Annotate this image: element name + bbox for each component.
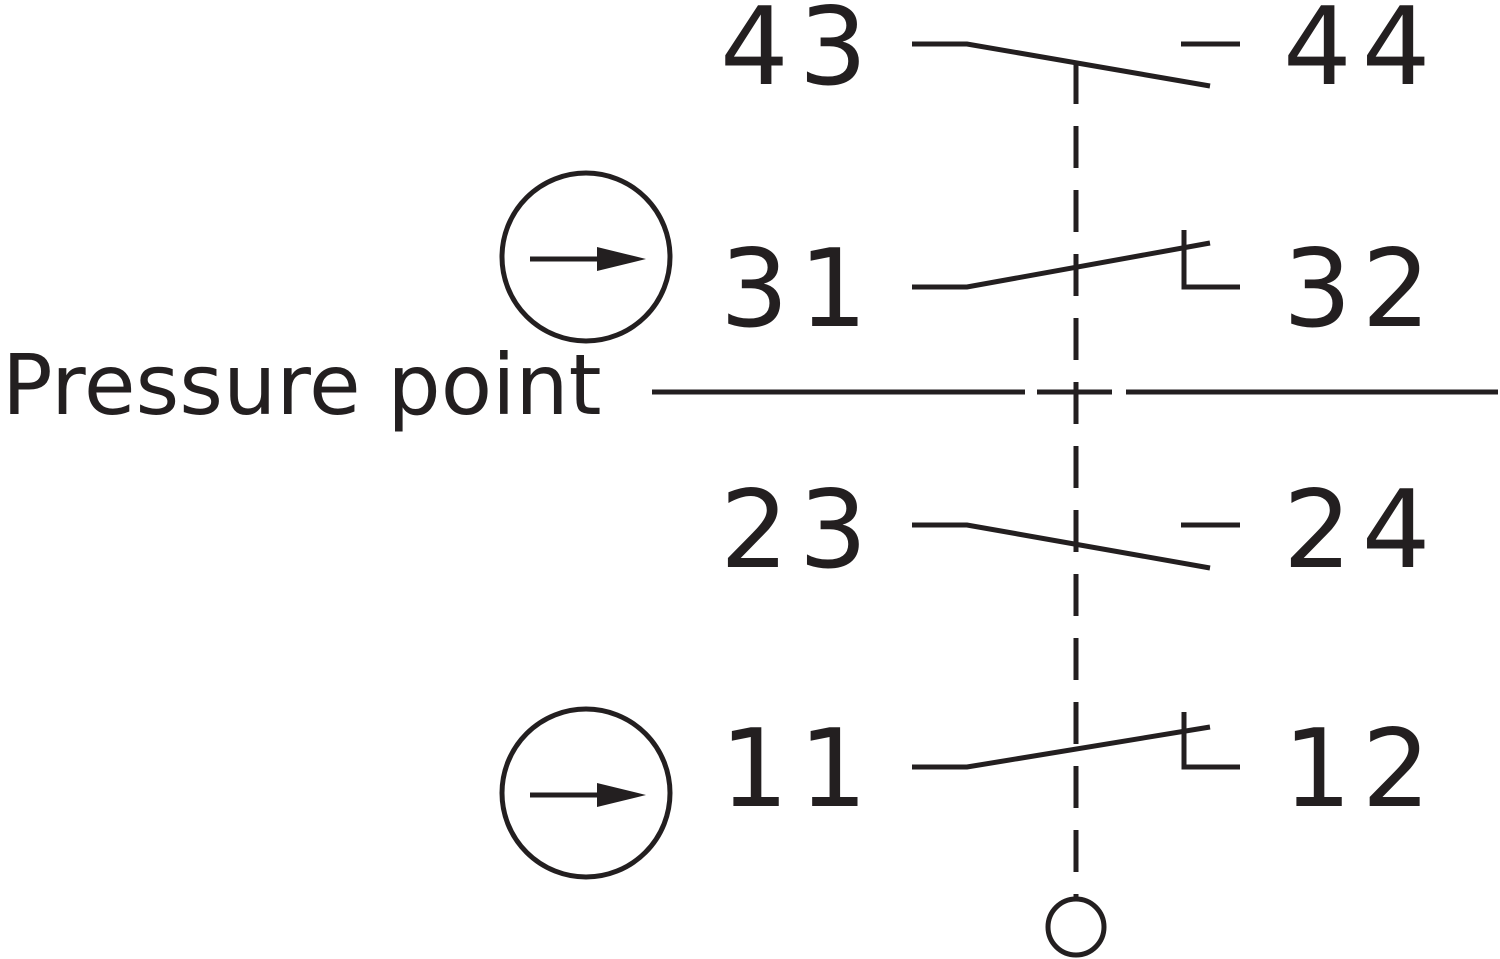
positive-opening-icon [499, 170, 673, 344]
contact-23-24: 23 24 [720, 468, 1440, 593]
terminal-31: 31 [720, 227, 877, 352]
no-contact-arm [912, 522, 1211, 571]
fixed-contact [1181, 230, 1240, 290]
terminal-43: 43 [720, 0, 877, 110]
positive-opening-icon [499, 706, 673, 880]
terminal-24: 24 [1283, 468, 1440, 593]
terminal-23: 23 [720, 468, 877, 593]
terminal-44: 44 [1283, 0, 1440, 110]
contact-11-12: 11 12 [499, 706, 1440, 880]
contact-31-32: 31 32 [499, 170, 1440, 352]
nc-contact-arm [912, 724, 1211, 770]
contact-43-44: 43 44 [720, 0, 1440, 110]
fixed-contact [1181, 712, 1240, 770]
terminal-32: 32 [1283, 227, 1440, 352]
terminal-12: 12 [1283, 707, 1440, 832]
nc-contact-arm [912, 240, 1211, 290]
actuator-circle [1045, 896, 1107, 958]
pressure-point-label: Pressure point [2, 336, 602, 434]
no-contact-arm [912, 41, 1211, 89]
terminal-11: 11 [720, 707, 877, 832]
